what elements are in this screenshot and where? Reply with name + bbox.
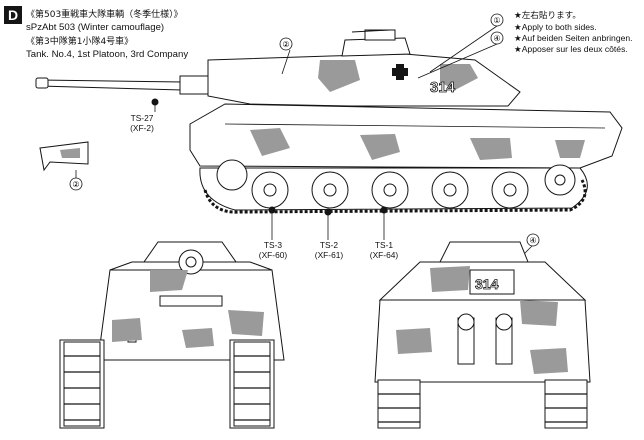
- callout-4-rear: ④: [529, 236, 536, 245]
- paint-code: TS-27: [130, 113, 154, 123]
- side-turret-number: 314: [430, 79, 456, 96]
- note-de: ★Auf beiden Seiten anbringen.: [514, 33, 633, 43]
- note-fr: ★Apposer sur les deux côtés.: [514, 44, 628, 54]
- note-en: ★Apply to both sides.: [514, 22, 597, 32]
- side-road-wheels: [216, 159, 576, 209]
- note-jp: ★左右貼ります。: [514, 11, 582, 21]
- paint-label-ts3: TS-3 (XF-60): [251, 240, 295, 260]
- paint-code: TS-1: [374, 240, 394, 250]
- paint-ref: (XF-61): [314, 250, 344, 260]
- paint-dots: [151, 98, 388, 216]
- callout-1: ①: [493, 16, 500, 25]
- header-title-jp: 《第503重戦車大隊車輌（冬季仕様）》: [26, 10, 183, 20]
- callout-2-top: ②: [282, 40, 289, 49]
- rear-track-links: [378, 393, 587, 423]
- side-camo-patches: [250, 60, 585, 160]
- paint-ref: (XF-64): [369, 250, 399, 260]
- paint-code: TS-3: [263, 240, 283, 250]
- header-title-en: sPzAbt 503 (Winter camouflage): [26, 22, 165, 33]
- paint-ref: (XF-2): [130, 123, 154, 133]
- callout-circles: [69, 13, 540, 247]
- paint-label-ts2: TS-2 (XF-61): [307, 240, 351, 260]
- paint-label-ts27: TS-27 (XF-2): [120, 113, 164, 133]
- balkenkreuz-icon: [392, 64, 408, 80]
- front-camo-patches: [112, 270, 264, 348]
- rear-camo-patches: [396, 266, 568, 374]
- header-unit-en: Tank. No.4, 1st Platoon, 3rd Company: [26, 49, 189, 60]
- callout-leaders: [75, 25, 533, 259]
- step-letter-badge: D: [4, 6, 22, 24]
- rear-turret-number: 314: [475, 276, 499, 292]
- application-notes: ★左右貼ります。 ★Apply to both sides. ★Auf beid…: [514, 11, 633, 55]
- paint-code: TS-2: [319, 240, 339, 250]
- paint-ref: (XF-60): [258, 250, 288, 260]
- callout-2-part: ②: [72, 180, 79, 189]
- callout-4-side: ④: [493, 34, 500, 43]
- paint-label-ts1: TS-1 (XF-64): [362, 240, 406, 260]
- header-unit-jp: 《第3中隊第1小隊4号車》: [26, 37, 134, 47]
- muzzle-part-detail: [39, 141, 89, 172]
- front-track-links: [64, 355, 270, 421]
